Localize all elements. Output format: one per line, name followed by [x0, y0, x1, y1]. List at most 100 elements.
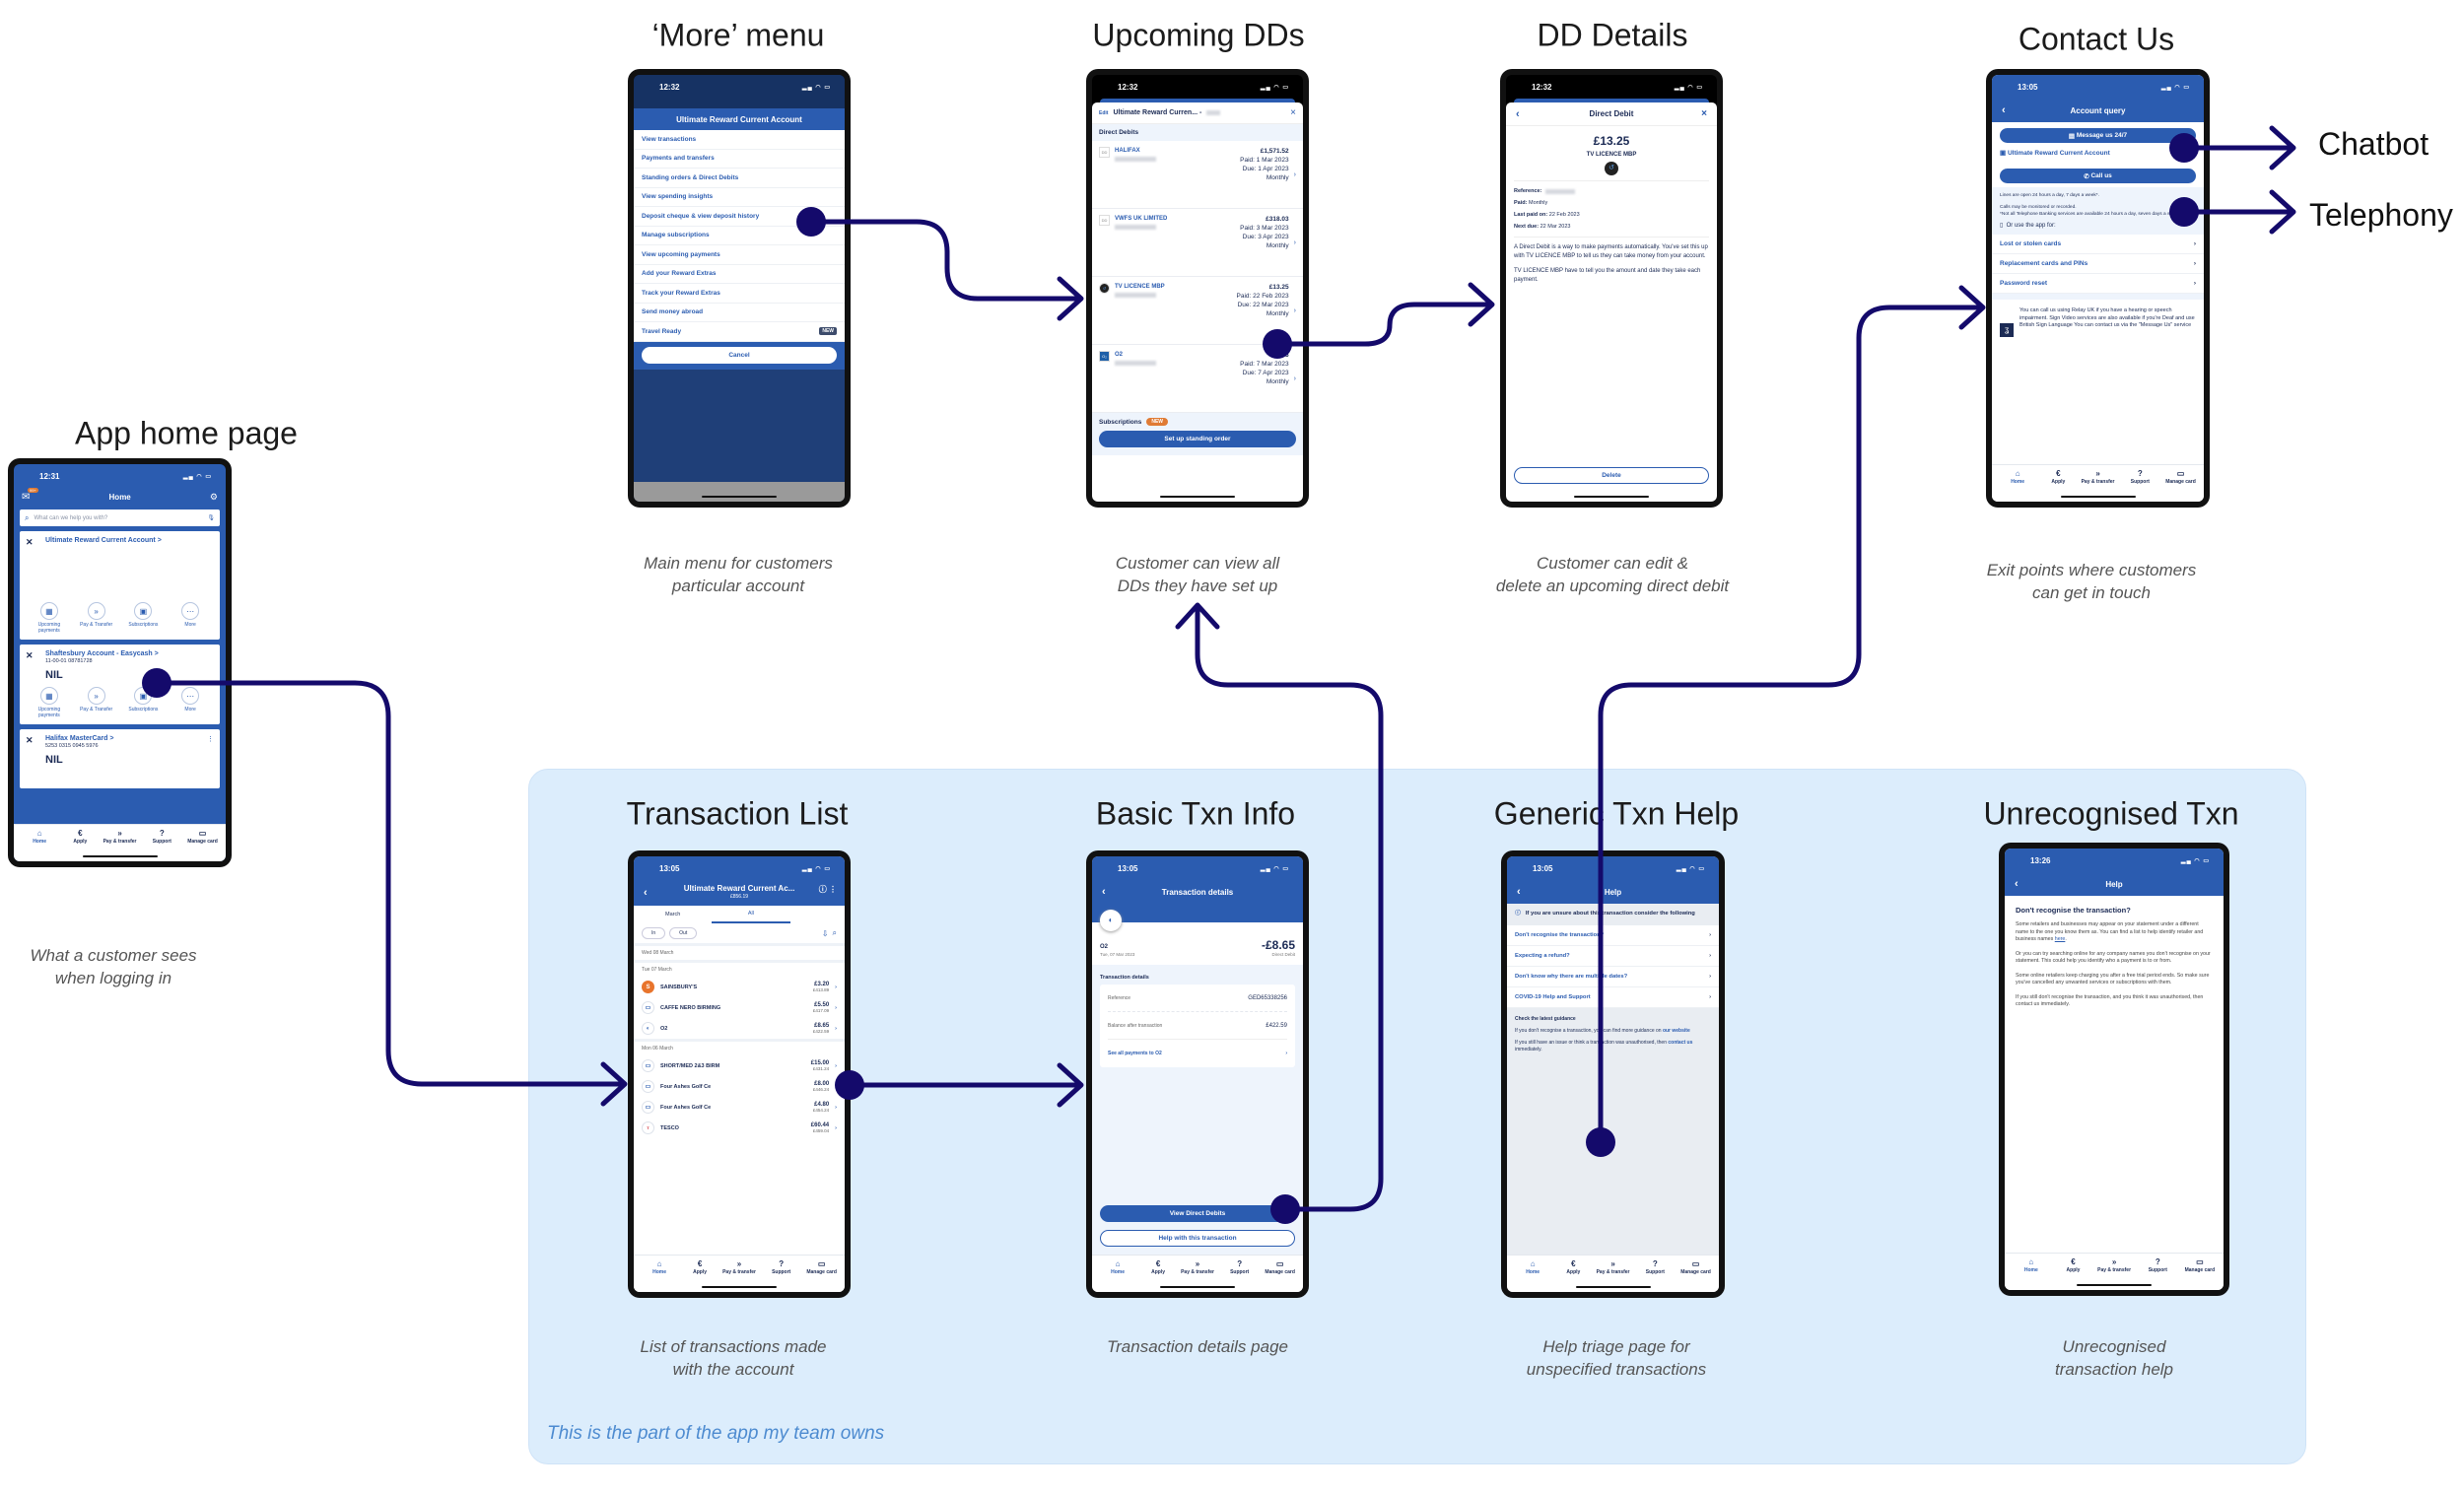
call-us-button[interactable]: ✆ Call us [2000, 169, 2196, 183]
search-input[interactable]: ⌕What can we help you with?🎙 [20, 509, 220, 526]
nav-manage-card[interactable]: ▭Manage card [2185, 1257, 2216, 1290]
menu-item[interactable]: Standing orders & Direct Debits [634, 169, 845, 188]
account-name[interactable]: Shaftesbury Account - Easycash > [45, 650, 159, 657]
back-icon[interactable]: ‹ [2002, 104, 2006, 116]
menu-item[interactable]: View transactions [634, 130, 845, 150]
nav-pay-transfer[interactable]: »Pay & transfer [722, 1259, 756, 1292]
menu-item[interactable]: Manage subscriptions [634, 227, 845, 245]
nav-home[interactable]: ⌂Home [22, 829, 57, 861]
nav-apply[interactable]: €Apply [1151, 1259, 1165, 1292]
nav-support[interactable]: ?Support [2131, 469, 2150, 502]
help-topic-link[interactable]: Expecting a refund?› [1507, 946, 1719, 967]
mail-icon[interactable]: ✉99+ [22, 487, 38, 503]
nav-home[interactable]: ⌂Home [2014, 1257, 2049, 1290]
nav-manage-card[interactable]: ▭Manage card [1680, 1259, 1711, 1292]
account-card[interactable]: ✕Shaftesbury Account - Easycash >11-00-0… [20, 645, 220, 724]
help-with-transaction-button[interactable]: Help with this transaction [1100, 1230, 1295, 1247]
quick-action[interactable]: ▦Upcoming payments [32, 602, 67, 634]
cancel-button[interactable]: Cancel [642, 346, 837, 364]
nav-home[interactable]: ⌂Home [2000, 469, 2035, 502]
nav-apply[interactable]: €Apply [2067, 1257, 2081, 1290]
nav-apply[interactable]: €Apply [73, 829, 87, 861]
delete-button[interactable]: Delete [1514, 467, 1709, 484]
tab-march[interactable]: March [664, 912, 681, 917]
help-topic-link[interactable]: COVID-19 Help and Support› [1507, 987, 1719, 1008]
menu-item[interactable]: Deposit cheque & view deposit history [634, 207, 845, 227]
nav-pay-transfer[interactable]: »Pay & transfer [103, 829, 137, 861]
nav-pay-transfer[interactable]: »Pay & transfer [2082, 469, 2115, 502]
quick-action[interactable]: ▣Subscriptions [125, 602, 161, 634]
nav-manage-card[interactable]: ▭Manage card [1265, 1259, 1295, 1292]
nav-support[interactable]: ?Support [2149, 1257, 2167, 1290]
transaction-row[interactable]: ▭SHORT/MED 2&3 BIRM£15.00£431.24› [634, 1055, 845, 1076]
quick-action[interactable]: ⋯More [172, 602, 208, 634]
nav-home[interactable]: ⌂Home [1515, 1259, 1550, 1292]
nav-apply[interactable]: €Apply [693, 1259, 707, 1292]
back-icon[interactable]: ‹ [1102, 886, 1106, 898]
menu-item[interactable]: Payments and transfers [634, 150, 845, 169]
download-icon[interactable]: ⇩ [821, 928, 829, 938]
contact-option-link[interactable]: Replacement cards and PINs› [1992, 254, 2204, 274]
quick-action[interactable]: ▦Upcoming payments [32, 687, 67, 718]
account-name[interactable]: Ultimate Reward Current Account > [45, 537, 162, 544]
transaction-row[interactable]: ▭CAFFE NERO BIRMING£5.50£417.09› [634, 997, 845, 1018]
nav-home[interactable]: ⌂Home [642, 1259, 677, 1292]
more-options-icon[interactable]: ⓘ ⋮ [818, 885, 837, 894]
account-name[interactable]: Halifax MasterCard > [45, 735, 114, 742]
nav-home[interactable]: ⌂Home [1100, 1259, 1135, 1292]
back-icon[interactable]: ‹ [2015, 878, 2019, 890]
back-icon[interactable]: ‹ [1516, 107, 1520, 120]
nav-apply[interactable]: €Apply [1566, 1259, 1580, 1292]
nav-support[interactable]: ?Support [1646, 1259, 1665, 1292]
our-website-link[interactable]: our website [1662, 1027, 1690, 1034]
tab-all[interactable]: All [712, 906, 790, 923]
quick-action[interactable]: ▣Subscriptions [125, 687, 161, 718]
menu-item[interactable]: Track your Reward Extras [634, 284, 845, 304]
nav-apply[interactable]: €Apply [2051, 469, 2065, 502]
contact-us-link[interactable]: contact us [1668, 1039, 1693, 1046]
close-icon[interactable]: × [1290, 107, 1296, 118]
nav-pay-transfer[interactable]: »Pay & transfer [2097, 1257, 2131, 1290]
back-icon[interactable]: ‹ [1517, 886, 1521, 898]
message-us-button[interactable]: ▤ Message us 24/7 [2000, 128, 2196, 143]
nav-pay-transfer[interactable]: »Pay & transfer [1597, 1259, 1630, 1292]
settings-icon[interactable]: ⚙ [209, 491, 218, 502]
nav-support[interactable]: ?Support [1230, 1259, 1249, 1292]
set-up-standing-order-button[interactable]: Set up standing order [1099, 431, 1296, 447]
help-topic-link[interactable]: Don't know why there are multiple dates?… [1507, 967, 1719, 987]
close-icon[interactable]: × [1701, 108, 1707, 119]
account-card[interactable]: ✕Ultimate Reward Current Account >▦Upcom… [20, 531, 220, 640]
subscriptions-label[interactable]: Subscriptions [1099, 418, 1142, 426]
transaction-row[interactable]: ▭Four Ashes Golf Ce£8.00£446.24› [634, 1076, 845, 1097]
help-topic-link[interactable]: Don't recognise the transaction?› [1507, 925, 1719, 946]
nav-pay-transfer[interactable]: »Pay & transfer [1181, 1259, 1214, 1292]
quick-action[interactable]: »Pay & Transfer [79, 687, 114, 718]
back-icon[interactable]: ‹ [644, 886, 648, 899]
contact-option-link[interactable]: Password reset› [1992, 274, 2204, 294]
nav-manage-card[interactable]: ▭Manage card [806, 1259, 837, 1292]
filter-in[interactable]: In [642, 927, 666, 939]
transaction-row[interactable]: ◐O2£8.65£422.59› [634, 1018, 845, 1039]
menu-item[interactable]: View spending insights [634, 188, 845, 207]
search-icon[interactable]: ⌕ [832, 928, 837, 937]
view-direct-debits-button[interactable]: View Direct Debits [1100, 1205, 1295, 1222]
edit-link[interactable]: Edit [1099, 109, 1109, 116]
here-link[interactable]: here [2054, 936, 2066, 942]
menu-item[interactable]: View upcoming payments [634, 245, 845, 265]
kebab-menu-icon[interactable]: ⋮ [207, 736, 214, 743]
microphone-icon[interactable]: 🎙 [207, 515, 215, 521]
account-card[interactable]: ✕Halifax MasterCard >5253 0315 0945 5976… [20, 729, 220, 788]
contact-option-link[interactable]: Lost or stolen cards› [1992, 235, 2204, 254]
transaction-row[interactable]: ▭Four Ashes Golf Ce£4.80£454.24› [634, 1097, 845, 1118]
nav-manage-card[interactable]: ▭Manage card [187, 829, 218, 861]
filter-out[interactable]: Out [669, 927, 698, 939]
nav-support[interactable]: ?Support [772, 1259, 790, 1292]
menu-item[interactable]: Add your Reward Extras [634, 265, 845, 284]
